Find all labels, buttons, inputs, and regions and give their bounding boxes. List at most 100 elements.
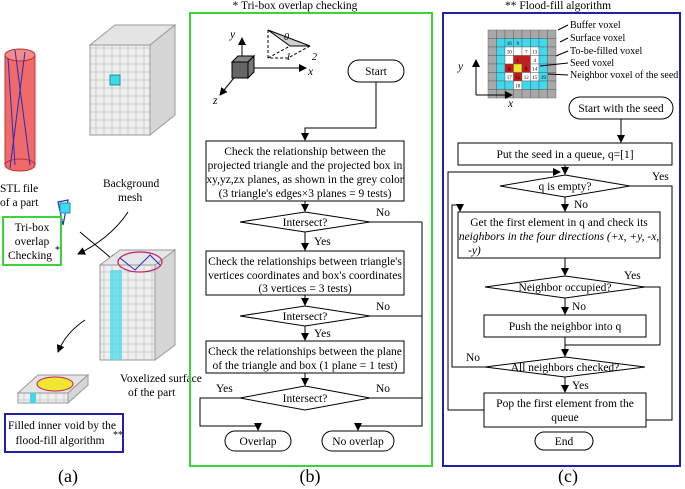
push-label: Push the neighbor into q <box>509 321 622 333</box>
filled-frame <box>4 413 124 453</box>
legend-surface: Surface voxel <box>570 33 625 44</box>
arrow-no-to-nooverlap <box>354 222 423 431</box>
tri-vertex-1: 1 <box>286 52 291 63</box>
voxel-cell <box>487 29 497 39</box>
voxel-cell <box>538 55 548 65</box>
voxel-cell <box>496 38 506 48</box>
voxel-cell <box>538 80 548 90</box>
voxel-cell <box>538 38 548 48</box>
voxel-cell <box>487 89 497 99</box>
voxel-cell <box>496 72 506 82</box>
voxel-cell <box>513 63 523 73</box>
voxel-cell <box>487 55 497 65</box>
panel-b-title: * Tri-box overlap checking <box>233 0 358 12</box>
voxel-number: 6 <box>508 68 511 73</box>
axis-y-label: y <box>229 29 236 41</box>
voxelized-part-icon <box>98 249 177 361</box>
arrow-start-to-box1 <box>301 82 377 141</box>
voxel-cell <box>530 38 540 48</box>
voxel-cell <box>547 89 557 99</box>
flow-c-end <box>534 431 594 451</box>
no3-label: No <box>376 383 390 395</box>
label-b: (b) <box>300 466 321 487</box>
voxel-cell <box>487 72 497 82</box>
filled-label-1: Filled inner void by the <box>8 420 116 432</box>
yes3-label: Yes <box>216 383 233 395</box>
arrow-voxel-to-filled <box>56 319 86 353</box>
panel-b-frame <box>189 12 433 467</box>
tribox-label-2: overlap <box>15 236 50 248</box>
voxel-number: 16 <box>507 42 513 47</box>
no2-label: No <box>376 301 390 313</box>
background-label-1: Background <box>103 178 159 190</box>
voxel-cell <box>530 89 540 99</box>
voxel-cell <box>496 46 506 56</box>
label-c: (c) <box>558 466 578 487</box>
legend-seed: Seed voxel <box>570 58 614 69</box>
voxel-cell <box>530 29 540 39</box>
voxel-cell <box>547 38 557 48</box>
voxel-number: 12 <box>524 76 530 81</box>
tribox-label-1: Tri-box <box>15 222 50 234</box>
no-empty-label: No <box>574 199 588 211</box>
overlap-label: Overlap <box>239 436 276 448</box>
flow-b-overlap <box>224 430 292 452</box>
background-label-2: mesh <box>118 192 143 204</box>
pop-line1: Pop the first element from the <box>496 398 634 410</box>
arrow-all-no-loop-end <box>452 204 464 212</box>
voxel-cell <box>487 80 497 90</box>
voxel-cell <box>521 80 531 90</box>
tribox-frame <box>2 216 62 266</box>
intersect3-label: Intersect? <box>283 393 328 405</box>
legend-buffer: Buffer voxel <box>570 20 621 31</box>
voxel-cell <box>538 29 548 39</box>
axis-z-label: z <box>212 95 218 107</box>
voxel-number: 19 <box>541 76 547 81</box>
all-checked-label: All neighbors checked? <box>511 362 620 374</box>
voxel-cell <box>538 89 548 99</box>
voxel-number: 7 <box>525 51 528 56</box>
voxel-cell <box>538 46 548 56</box>
voxel-cell <box>521 29 531 39</box>
arrow-pop-loop <box>447 168 561 411</box>
voxel-cell <box>513 46 523 56</box>
flow-c-pop <box>483 392 647 428</box>
line-occ-yes <box>645 286 661 345</box>
voxel-cell <box>547 80 557 90</box>
box1-line2: projected triangle and the projected box… <box>208 160 403 172</box>
axis-x-label: x <box>307 66 314 78</box>
voxel-number: 1 <box>517 59 520 64</box>
flow-c-start-label: Start with the seed <box>578 103 664 115</box>
voxel-number: 4 <box>534 59 537 64</box>
stl-cylinder-icon <box>4 48 36 172</box>
box1-line1: Check the relationship between the <box>224 146 386 158</box>
box2-line1: Check the relationships between triangle… <box>208 256 402 268</box>
voxel-cell <box>496 55 506 65</box>
flow-b-box3 <box>205 340 405 374</box>
voxel-number: 10 <box>507 51 513 56</box>
background-mesh-icon <box>88 23 177 137</box>
voxel-cell <box>521 89 531 99</box>
yes-all-label: Yes <box>572 380 589 392</box>
intersect1-label: Intersect? <box>283 217 328 229</box>
stl-label-1: STL file <box>0 183 38 195</box>
grid-axis-y-label: y <box>457 61 464 73</box>
pop-line2: queue <box>551 412 578 424</box>
voxel-number: 17 <box>507 76 513 81</box>
box3-line2: of the triangle and box (1 plane = 1 tes… <box>213 360 398 372</box>
no-occ-label: No <box>572 301 586 313</box>
yes-occ-label: Yes <box>624 270 641 282</box>
legend: Buffer voxel Surface voxel To-be-filled … <box>539 20 678 81</box>
stl-label-2: of a part <box>0 197 39 209</box>
filled-label-2: flood-fill algorithm <box>15 435 104 447</box>
filled-void-icon <box>16 373 90 405</box>
filled-asterisk: ** <box>113 430 123 441</box>
voxel-number: 13 <box>532 51 538 56</box>
voxel-number: 15 <box>532 76 538 81</box>
end-label: End <box>555 436 574 448</box>
flow-b-start-label: Start <box>365 66 388 78</box>
box1-line3: xy,yz,zx planes, as shown in the grey co… <box>206 174 403 186</box>
voxel-cell <box>504 29 514 39</box>
label-a: (a) <box>58 466 78 487</box>
